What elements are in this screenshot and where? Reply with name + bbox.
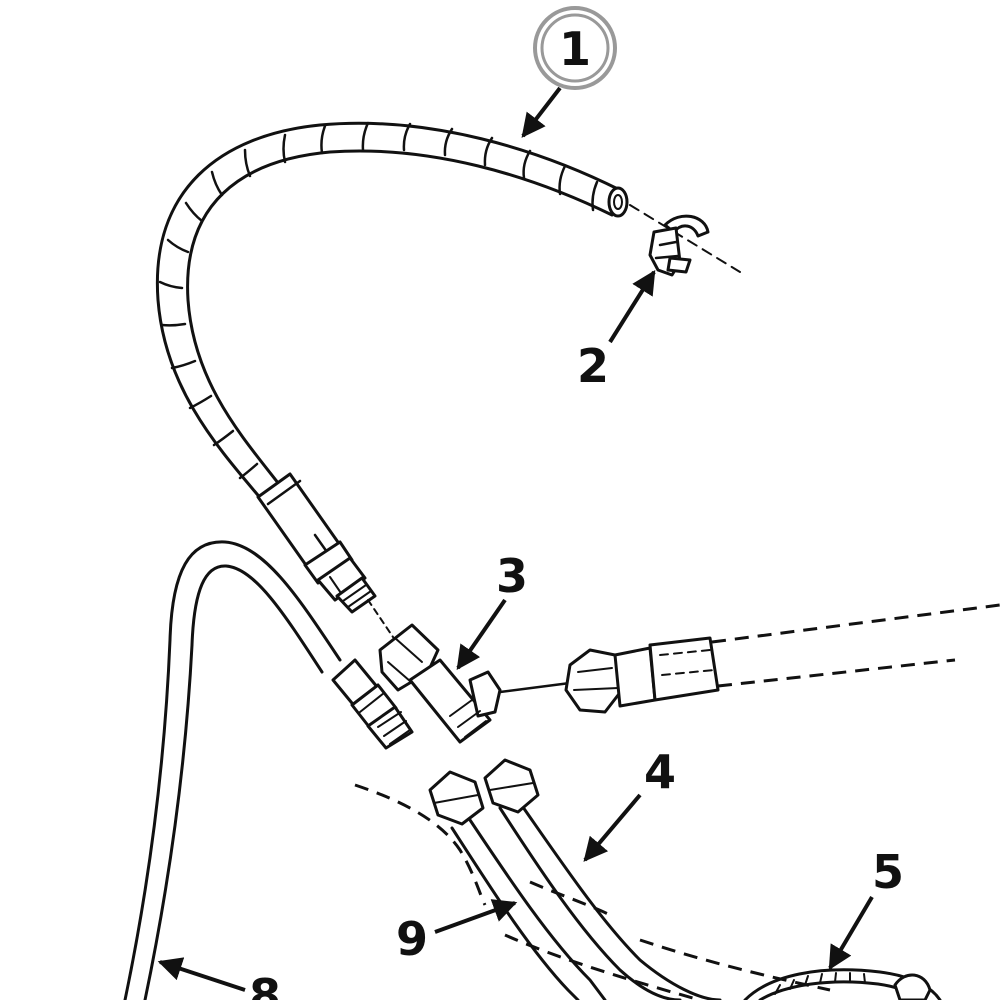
callout-4-label: 4 [644,745,676,799]
band-clamp-item-5 [743,968,942,1000]
callout-1-label: 1 [559,22,591,76]
callout-5-label: 5 [872,845,904,899]
callout-1-ring-inner [540,13,610,83]
spiral-wrapped-hose [155,121,629,502]
leader-arrow-1 [521,86,562,138]
callout-1-ring-outer [533,6,617,90]
callout-8-label: 8 [249,969,281,1000]
leader-arrow-3 [456,598,507,670]
tube-8-end-fitting [331,658,414,750]
hose-end-fitting [256,472,377,614]
tube-item-4 [483,758,722,1000]
callout-2-label: 2 [577,339,609,393]
callout-1: 1 [533,6,617,90]
leader-arrow-8 [157,957,246,992]
leader-arrow-5 [828,895,874,971]
leader-arrow-4 [583,793,642,862]
spiral-wrap-bands [158,121,599,480]
leader-arrows [157,86,874,992]
leader-arrow-2 [608,269,656,344]
dashed-background-outline [354,783,831,1000]
leader-arrow-9 [434,899,518,934]
tee-fitting [367,599,572,744]
right-hose-connector [564,603,1000,714]
callout-9-label: 9 [396,912,428,966]
hose-clamp [629,204,741,277]
tube-item-9 [428,770,607,1000]
callout-3-label: 3 [496,549,528,603]
tube-item-8 [123,540,342,1000]
